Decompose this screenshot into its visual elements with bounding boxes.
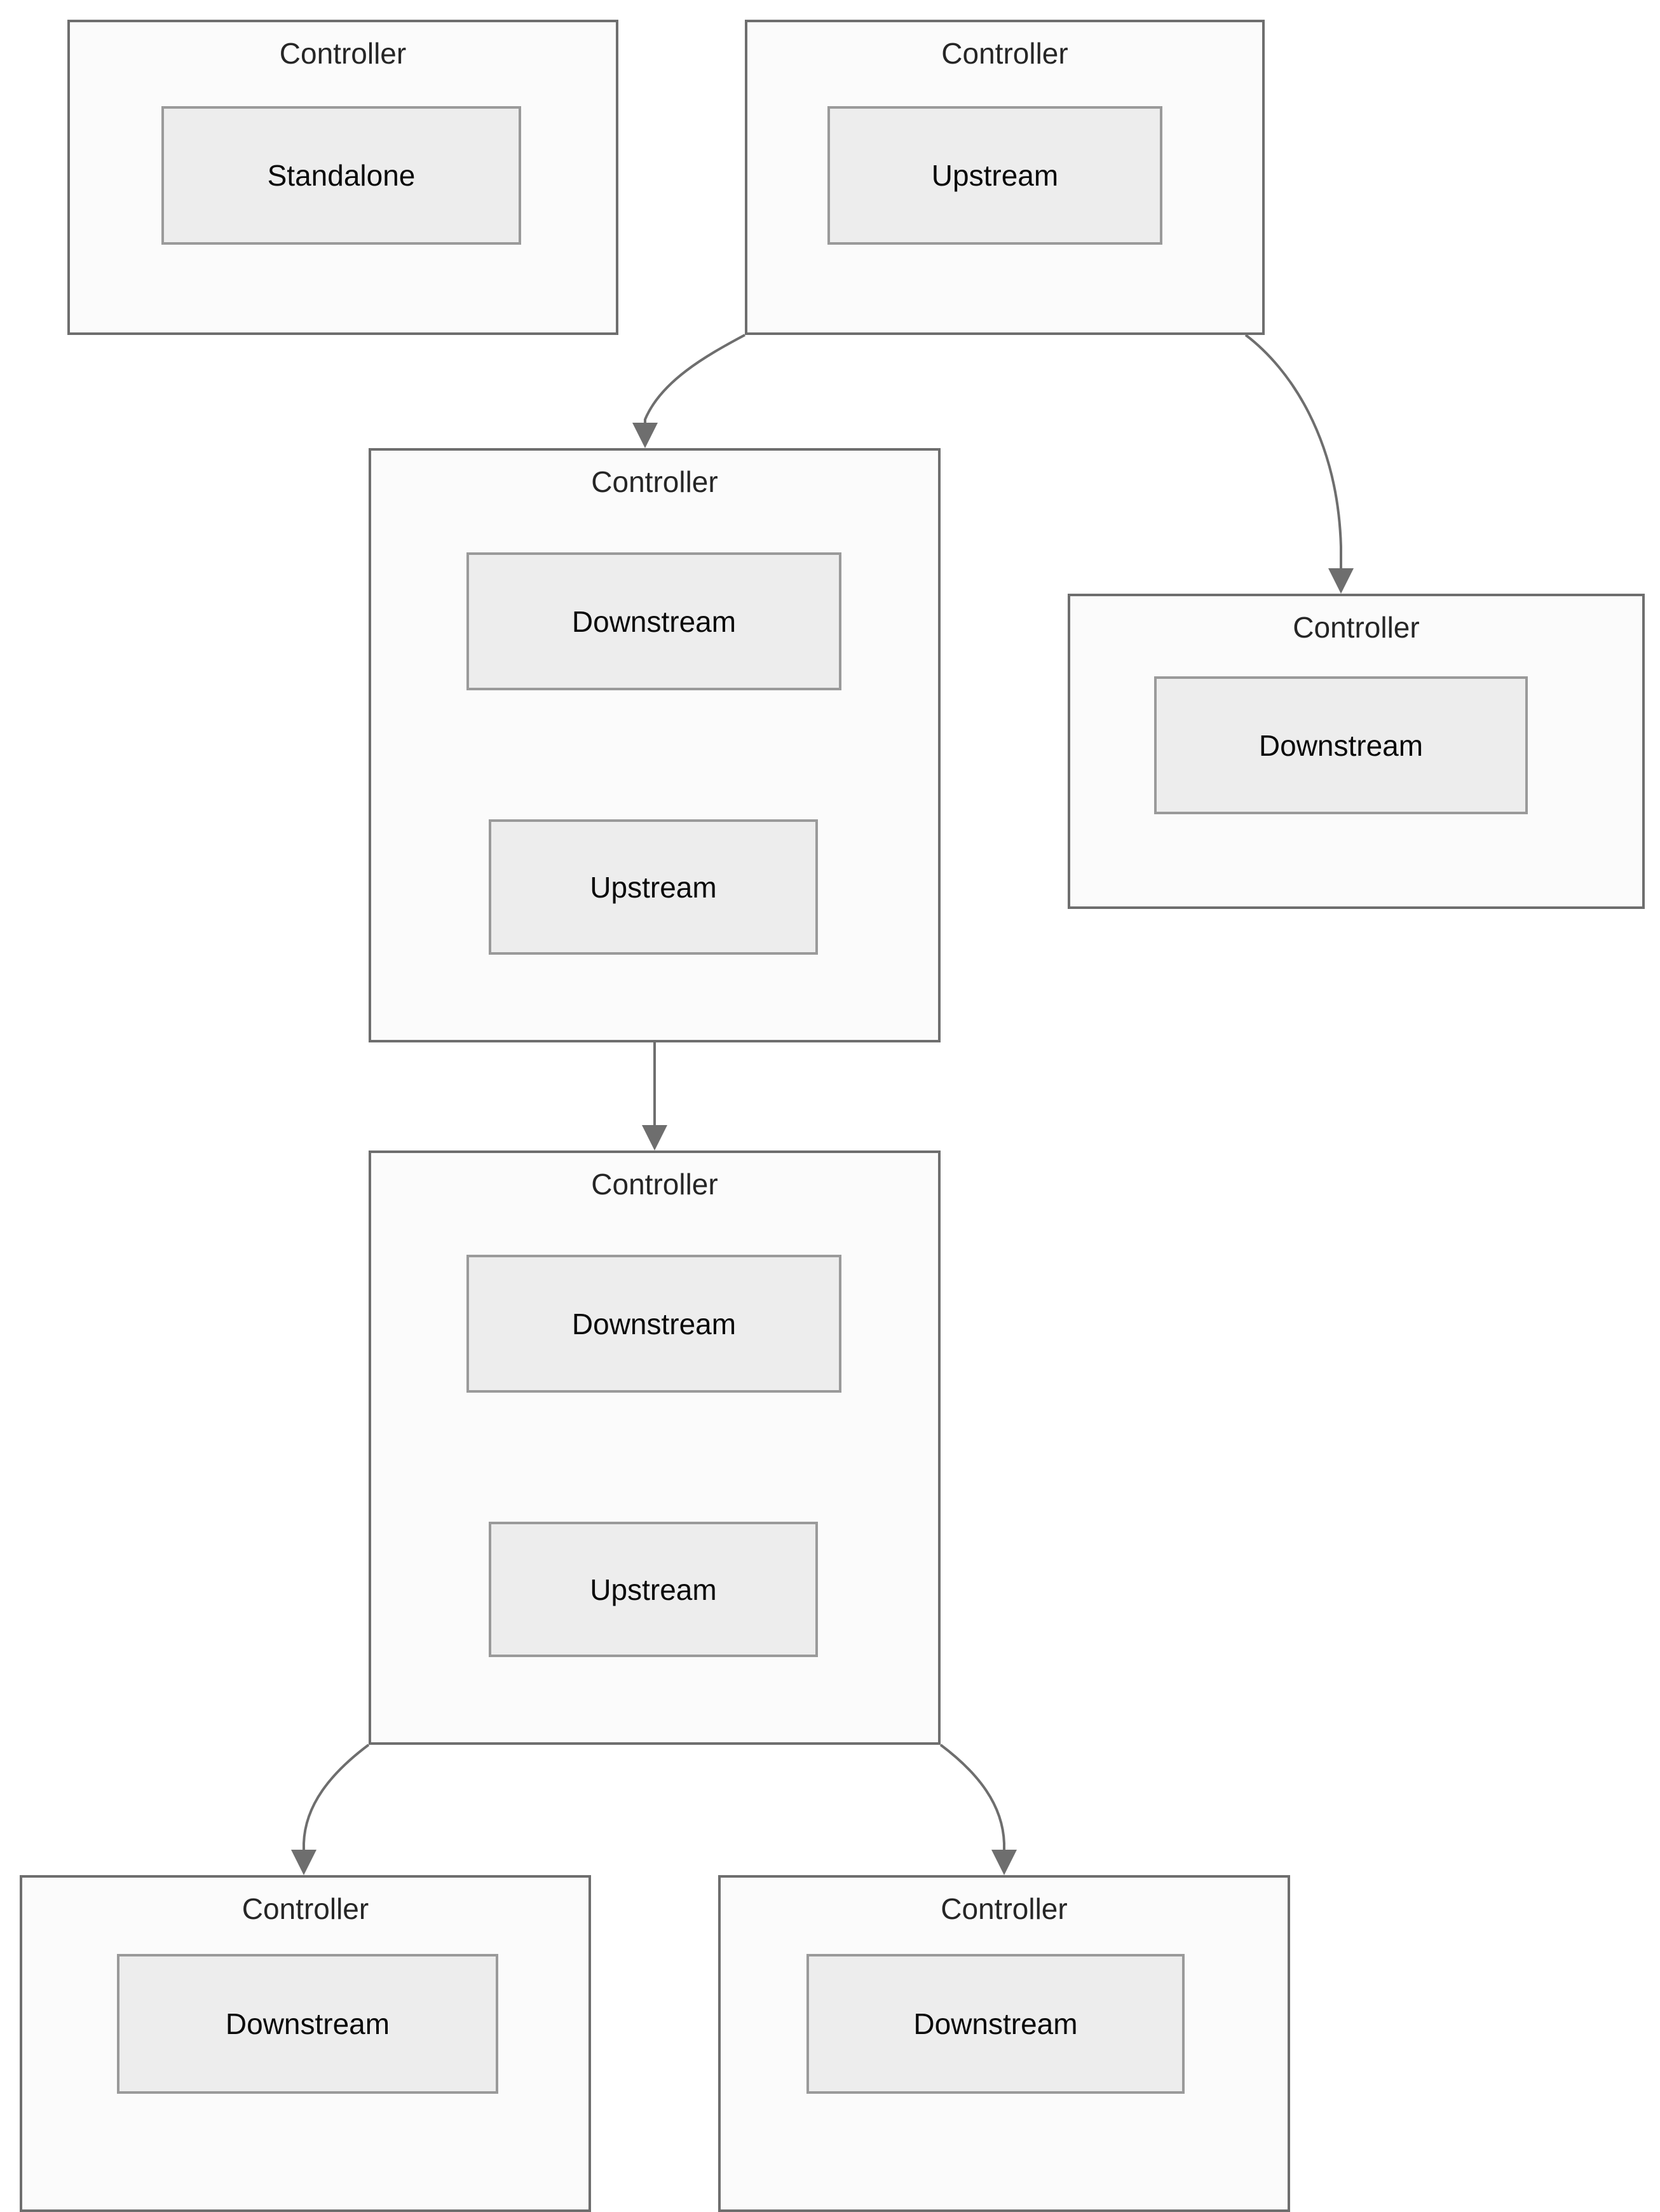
node-label: Downstream — [913, 2007, 1078, 2040]
controller-title: Controller — [279, 37, 407, 70]
node-label: Upstream — [931, 159, 1059, 192]
node-label: Upstream — [590, 870, 717, 904]
node-downstream[interactable]: Downstream — [117, 1954, 498, 2094]
node-upstream[interactable]: Upstream — [827, 106, 1162, 245]
node-upstream[interactable]: Upstream — [489, 819, 818, 955]
controller-title: Controller — [591, 1168, 718, 1201]
node-upstream[interactable]: Upstream — [489, 1522, 818, 1657]
node-downstream[interactable]: Downstream — [466, 552, 841, 690]
node-downstream[interactable]: Downstream — [466, 1255, 841, 1393]
connector-arrow — [1244, 334, 1354, 594]
controller-title: Controller — [1293, 611, 1420, 644]
node-label: Downstream — [571, 1307, 737, 1341]
node-label: Standalone — [267, 159, 416, 192]
controller-title: Controller — [591, 465, 718, 498]
controller-title: Controller — [941, 37, 1068, 70]
connector-arrow — [939, 1744, 1017, 1875]
node-label: Downstream — [1258, 728, 1424, 762]
node-label: Downstream — [571, 604, 737, 638]
controller-title: Controller — [242, 1892, 369, 1925]
node-standalone[interactable]: Standalone — [161, 106, 521, 245]
node-downstream[interactable]: Downstream — [806, 1954, 1185, 2094]
node-label: Downstream — [225, 2007, 390, 2040]
connector-arrow — [632, 334, 745, 448]
node-downstream[interactable]: Downstream — [1154, 676, 1528, 814]
controller-title: Controller — [941, 1892, 1068, 1925]
node-label: Upstream — [590, 1573, 717, 1606]
connector-arrow — [291, 1744, 370, 1875]
